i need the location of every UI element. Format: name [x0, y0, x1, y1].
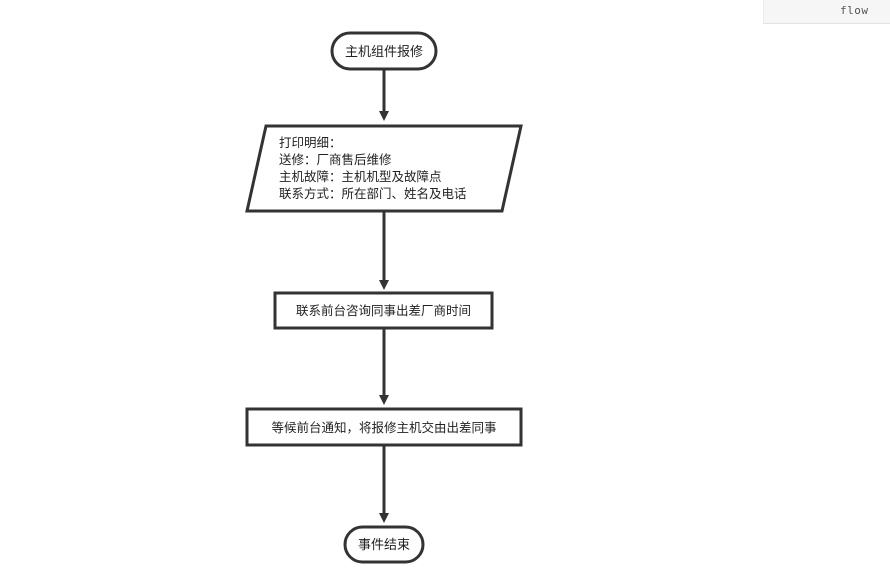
details-line-2: 送修：厂商售后维修 — [279, 152, 392, 167]
details-node: 打印明细： 送修：厂商售后维修 主机故障：主机机型及故障点 联系方式：所在部门、… — [245, 124, 523, 213]
start-node: 主机组件报修 — [330, 31, 438, 71]
details-line-3: 主机故障：主机机型及故障点 — [279, 169, 442, 184]
details-line-4: 联系方式：所在部门、姓名及电话 — [279, 186, 467, 201]
start-node-label: 主机组件报修 — [345, 45, 423, 60]
end-node: 事件结束 — [343, 525, 425, 564]
language-label: flow — [840, 4, 869, 17]
consult-node: 联系前台咨询同事出差厂商时间 — [273, 291, 494, 330]
wait-node: 等候前台通知，将报修主机交由出差同事 — [245, 407, 523, 447]
code-language-tag: flow — [763, 0, 890, 24]
wait-node-label: 等候前台通知，将报修主机交由出差同事 — [271, 420, 496, 435]
end-node-label: 事件结束 — [358, 538, 410, 553]
consult-node-label: 联系前台咨询同事出差厂商时间 — [296, 303, 471, 318]
details-line-1: 打印明细： — [279, 135, 342, 150]
